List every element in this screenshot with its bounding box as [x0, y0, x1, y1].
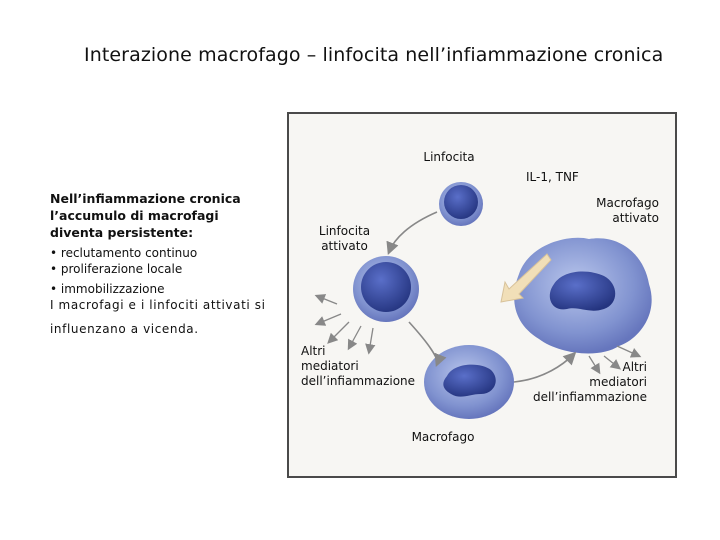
heading-line-3: diventa persistente:	[50, 225, 194, 240]
label-altri-mediatori-right: Altri mediatori dell’infiammazione	[532, 360, 647, 404]
label-linfocita-attivato: Linfocita attivato	[318, 224, 371, 253]
label-macrofago: Macrofago	[411, 430, 475, 444]
heading-line-1: Nell’infiammazione cronica	[50, 191, 241, 206]
bullet-proliferazione: • proliferazione locale	[50, 262, 183, 276]
bullet-reclutamento: • reclutamento continuo	[50, 246, 198, 260]
bullet-immobilizzazione: • immobilizzazione	[50, 282, 165, 296]
left-text-block: Nell’infiammazione cronica l’accumulo di…	[50, 190, 282, 337]
mediator-arrows-right	[588, 345, 642, 375]
cycle-arrows	[386, 211, 577, 383]
label-il1-tnf: IL-1, TNF	[526, 170, 579, 184]
paragraph-line-2: influenzano a vicenda.	[50, 322, 199, 336]
mediator-arrows-left	[314, 294, 376, 355]
label-macrofago-attivato: Macrofago attivato	[596, 196, 659, 225]
heading-line-2: l’accumulo di macrofagi	[50, 208, 219, 223]
slide-title: Interazione macrofago – linfocita nell’i…	[84, 44, 664, 66]
paragraph-line-1: I macrofagi e i linfociti attivati si	[50, 298, 266, 312]
macrophage-cell	[424, 345, 514, 419]
activation-arrow	[500, 253, 552, 303]
label-linfocita: Linfocita	[423, 150, 475, 164]
label-altri-mediatori-left: Altri mediatori dell’infiammazione	[301, 344, 416, 388]
macrophage-lymphocyte-figure: Linfocita IL-1, TNF Linfocita attivato M…	[287, 112, 677, 478]
lymphocyte-cell	[439, 182, 483, 226]
activated-lymphocyte-cell	[353, 256, 419, 322]
cell-cycle-diagram	[314, 182, 652, 419]
activated-macrophage-cell	[514, 237, 652, 354]
